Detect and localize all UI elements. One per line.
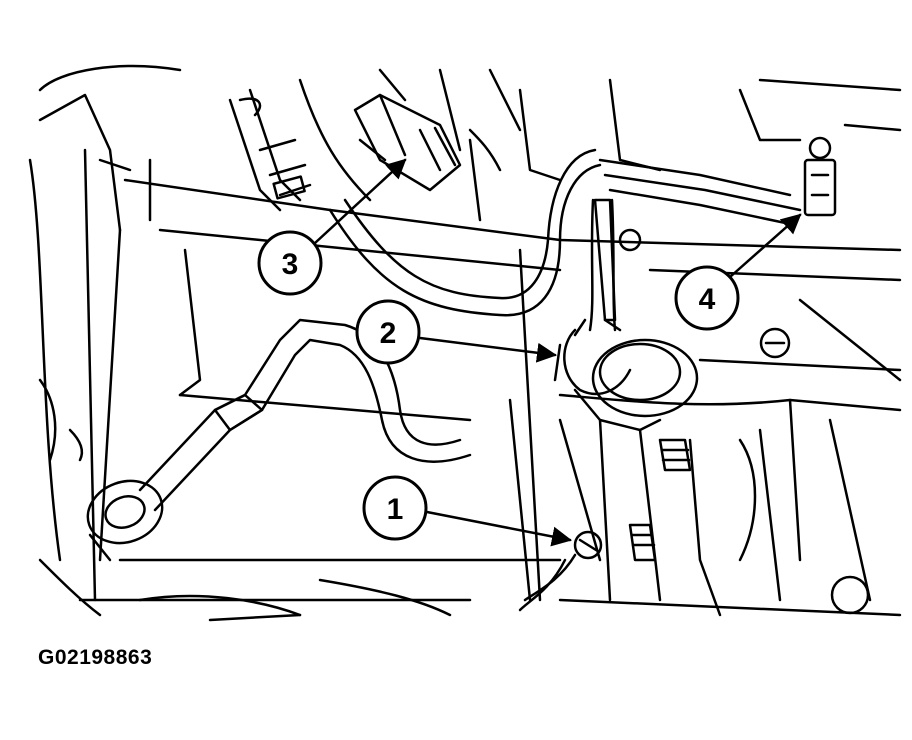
coolant-tube xyxy=(328,148,602,317)
callout-2: 2 xyxy=(355,299,557,365)
connector-plug xyxy=(598,136,837,359)
upper-connector xyxy=(353,93,502,192)
mounting-studs xyxy=(518,438,870,615)
callout-4-arrow xyxy=(728,213,802,279)
callout-3-arrow xyxy=(313,158,407,245)
ground-strap-left xyxy=(86,318,472,562)
callout-4: 4 xyxy=(674,213,802,331)
callout-2-arrow xyxy=(418,336,557,363)
engine-block-outline xyxy=(28,64,902,622)
callout-2-label: 2 xyxy=(380,317,397,350)
upper-hoses xyxy=(228,88,312,212)
callout-3: 3 xyxy=(257,158,407,296)
callout-1-arrow xyxy=(425,510,572,547)
callout-1-label: 1 xyxy=(387,493,404,526)
sensor-assembly xyxy=(553,198,699,602)
callout-4-label: 4 xyxy=(699,283,716,316)
callout-1: 1 xyxy=(362,475,572,547)
callout-3-label: 3 xyxy=(282,248,299,281)
figure-id: G02198863 xyxy=(38,646,153,669)
